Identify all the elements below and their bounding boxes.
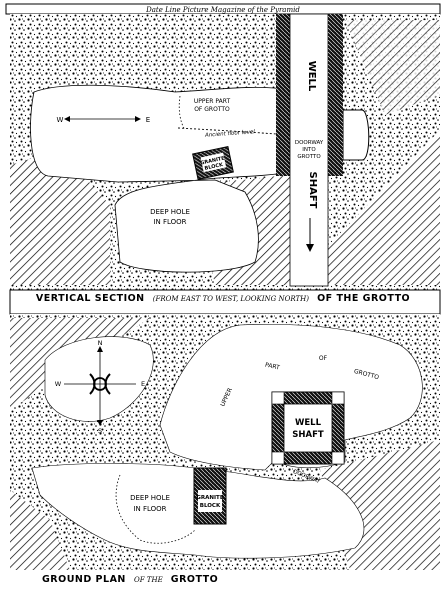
header-text: Date Line Picture Magazine of the Pyrami… [145,6,300,14]
plan-deep-hole-label-2: IN FLOOR [133,505,166,513]
section-caption-bar [9,289,441,315]
shaft-corner-tr [331,391,345,405]
plan-well-label-2: SHAFT [292,430,324,440]
shaft-wall-left [276,14,290,176]
section-caption-main-2: OF THE GROTTO [317,293,410,304]
granite-label-1: GRANITE [200,155,226,166]
shaft-wall-right [328,14,343,176]
deep-hole-label-2: IN FLOOR [153,218,186,226]
plan-granite-label-box [198,490,222,512]
compass-east-label: E [141,380,145,388]
hatched-rock-left [10,150,110,285]
shaft-label: SHAFT [307,172,318,209]
granite-label-box [200,152,227,173]
compass-south-label: S [98,427,102,435]
plan-caption-main-2: GROTTO [171,574,218,585]
ground-plan: WELL SHAFT GRANITE BLOCK UPPER PART OF G… [10,314,440,570]
doorway-label-2: INTO [302,147,316,153]
doorway-label-3: GROTTO [297,154,321,160]
vertical-section: WELL SHAFT UPPER PART OF GROTTO Ancient … [10,13,440,290]
plan-well-opening [283,403,333,453]
grotto-cavity [30,84,291,273]
plan-granite-label-1: GRANITE [196,495,223,501]
section-caption-main-1: VERTICAL SECTION [36,293,145,304]
compass-west-label: W [55,380,62,388]
plan-deep-hole-label-1: DEEP HOLE [130,494,170,502]
well-label: WELL [306,61,317,92]
east-label: E [146,116,150,124]
upper-part-outline [178,95,186,131]
hatched-rock-top [345,20,440,115]
plan-caption: GROUND PLAN OF THE GROTTO [42,567,218,586]
granite-label-2: BLOCK [204,162,225,172]
west-label: W [57,116,64,124]
doorway-label-1: DOORWAY [295,140,324,146]
plan-part-label: PART [264,362,280,372]
plan-well-label-1: WELL [295,418,322,428]
shaft-corner-br [331,451,345,465]
well-shaft [289,13,329,287]
doorway-passage [342,109,370,161]
shaft-corner-bl [271,451,285,465]
deep-hole-label-1: DEEP HOLE [150,208,190,216]
upper-part-label-2: OF GROTTO [194,106,230,113]
upper-part-label-1: UPPER PART [194,98,231,105]
ancient-floor-label: Ancient floor level [204,129,256,139]
east-arrow-head [135,116,141,122]
shaft-corner-tl [271,391,285,405]
shaft-arrow-head [306,244,314,252]
plan-hatched-top-left [10,318,150,410]
compass-pocket [44,336,154,422]
compass-north-label: N [98,339,103,347]
plan-of-label: OF [319,355,328,362]
deep-hole-outline [115,474,196,544]
plan-caption-sub: OF THE [134,576,163,584]
plan-granite-label-2: BLOCK [200,503,221,509]
plan-caption-main-1: GROUND PLAN [42,574,126,585]
compass-rose [64,346,136,426]
section-caption: VERTICAL SECTION (FROM EAST TO WEST, LOO… [36,286,410,305]
plan-hatched-bottom-left [10,490,70,570]
west-arrow-head [64,116,70,122]
section-caption-sub: (FROM EAST TO WEST, LOOKING NORTH) [153,295,310,303]
